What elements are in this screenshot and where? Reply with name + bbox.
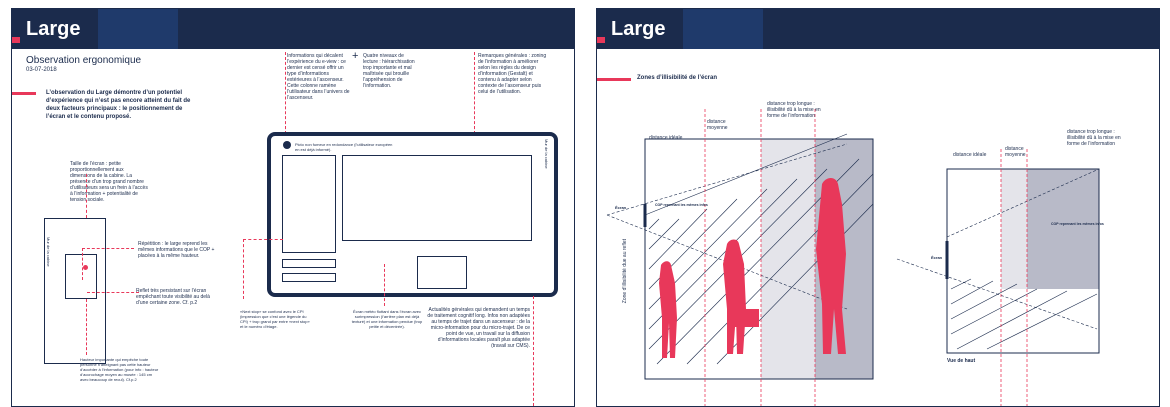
- label-cop: COP reprenant les mêmes infos: [655, 203, 708, 207]
- dashed-guide: [86, 299, 87, 355]
- section-accent: [597, 78, 631, 81]
- dashed-guide: [243, 239, 244, 299]
- label-distance-ideale: distance idéale: [649, 135, 683, 141]
- note-hauteur: Hauteur importante qui empêche toute per…: [80, 357, 159, 382]
- note-actualites: Actualités générales qui demandent un te…: [427, 307, 530, 349]
- slide-header: Large: [597, 9, 1159, 49]
- dashed-guide: [474, 52, 475, 134]
- note-reflet: Reflet très persistant sur l’écran empêc…: [136, 288, 210, 306]
- dashed-guide: [384, 264, 385, 306]
- column-note-niveaux: Quatre niveaux de lecture : hiérarchisat…: [363, 53, 415, 89]
- cabine-label: Mur de la cabine: [46, 237, 51, 267]
- dashed-guide: [243, 239, 283, 240]
- mock-nextstop: [282, 259, 336, 268]
- note-repetition: Répétition : le large reprend les mêmes …: [138, 241, 215, 259]
- slide-title: Large: [26, 18, 81, 40]
- redacted-block: [683, 9, 763, 49]
- label-distance-ideale-top: distance idéale: [953, 152, 987, 158]
- dashed-guide: [285, 52, 286, 134]
- label-ecran-top: Écran: [931, 255, 943, 260]
- note-meteo: Écran météo flottant dans l’écran avec s…: [351, 309, 423, 329]
- screen-sketch: [65, 254, 97, 299]
- slide-observation: Large Observation ergonomique 03-07-2018…: [11, 8, 575, 407]
- observation-date: 03-07-2018: [26, 67, 57, 73]
- column-note-informations: Informations qui décalent l’expérience d…: [287, 53, 350, 101]
- plus-icon: +: [352, 50, 359, 62]
- no-smoking-icon: [283, 141, 291, 149]
- dashed-guide: [82, 248, 83, 280]
- mock-column: [282, 155, 336, 253]
- dashed-guide: [87, 292, 139, 293]
- intro-text: L’observation du Large démontre d’un pot…: [46, 90, 191, 120]
- slide-header: Large: [12, 9, 574, 49]
- mock-floor: [282, 273, 336, 282]
- label-cop-top: COP reprenant les mêmes infos: [1051, 222, 1104, 226]
- accent-mark: [597, 37, 605, 43]
- mock-main-area: [342, 155, 532, 241]
- reflect-dot: [83, 265, 88, 270]
- dashed-guide: [86, 174, 87, 218]
- note-picto: Picto non fumeur en redondance (l’utilis…: [295, 142, 393, 152]
- dashed-guide: [533, 296, 534, 406]
- column-note-remarques: Remarques générales : zoning de l’inform…: [478, 53, 547, 95]
- label-zone-reflet: Zone d’illisibilité due au reflet: [622, 239, 628, 304]
- screen-edge-label: Mur de la cabine: [544, 139, 549, 169]
- label-vue-de-haut: Vue de haut: [947, 358, 976, 364]
- accent-mark: [12, 37, 20, 43]
- slide-title: Large: [611, 18, 666, 40]
- redacted-block: [98, 9, 178, 49]
- label-distance-longue: distance trop longue : illisibilité dû à…: [767, 101, 821, 119]
- intro-accent: [12, 92, 36, 95]
- section-title: Zones d’illisibilité de l’écran: [637, 75, 718, 81]
- note-nextstop: «Next stop» se confond avec le CPI (impr…: [240, 309, 310, 329]
- note-taille: Taille de l’écran : petite proportionnel…: [70, 161, 148, 203]
- slide-zones: Large Zones d’illisibilité de l’écran: [596, 8, 1160, 407]
- visibility-diagram: [606, 109, 1100, 406]
- label-distance-longue-top: distance trop longue : illisibilité dû à…: [1067, 129, 1121, 147]
- mock-meteo: [417, 256, 467, 289]
- label-distance-moyenne: distance moyenne: [707, 119, 728, 131]
- observation-subtitle: Observation ergonomique: [26, 55, 142, 66]
- label-distance-moyenne-top: distance moyenne: [1005, 146, 1026, 158]
- dashed-guide: [82, 248, 134, 249]
- label-ecran: Écran: [615, 205, 627, 210]
